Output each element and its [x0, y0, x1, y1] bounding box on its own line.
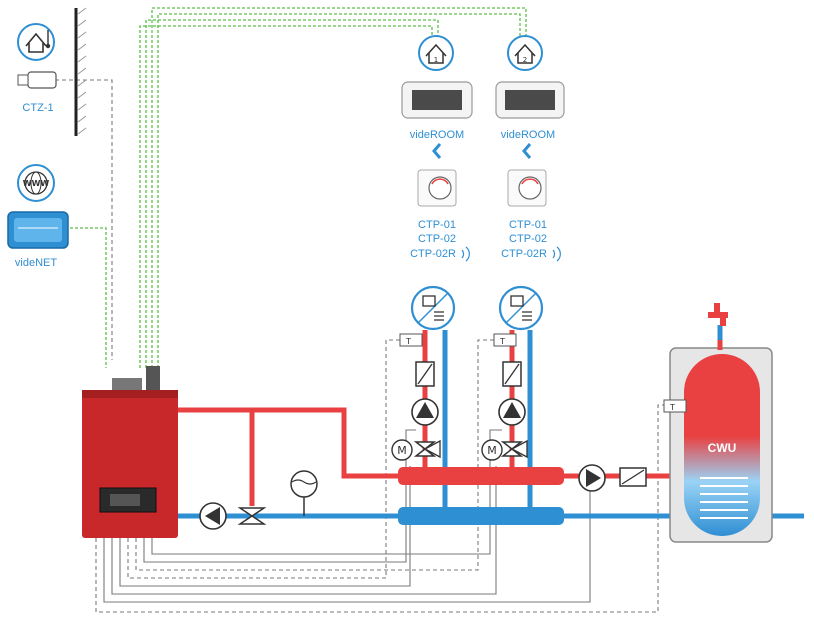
- boiler: [82, 366, 178, 538]
- ctp1-line-1: CTP-01: [418, 219, 456, 231]
- ctz-label: CTZ-1: [22, 102, 53, 114]
- svg-text:T: T: [405, 337, 411, 346]
- wireless-icon: [552, 246, 561, 262]
- videnet-label: videNET: [15, 257, 57, 269]
- zone2-pump-icon: [498, 398, 526, 426]
- svg-text:M: M: [397, 444, 407, 457]
- zone1-number: 1: [434, 56, 438, 64]
- chevron-left-icon: [432, 143, 442, 159]
- dhw-check-valve: [619, 467, 647, 487]
- dhw-pump-icon: [578, 464, 606, 492]
- ctp1-line-3: CTP-02R: [410, 248, 456, 260]
- expansion-vessel-icon: [290, 470, 318, 516]
- zone1-temp-sensor-icon: T: [399, 333, 423, 347]
- zone2-heater-icon: [498, 285, 544, 331]
- zone2-number: 2: [523, 56, 527, 64]
- zone1-mixing-valve-icon: M: [391, 439, 441, 461]
- ctp2-line-2: CTP-02: [509, 233, 547, 245]
- water-tap-icon: [708, 303, 728, 350]
- zone1-check-valve: [415, 361, 435, 387]
- svg-text:T: T: [499, 337, 505, 346]
- svg-text:T: T: [669, 403, 675, 412]
- zone2-check-valve: [502, 361, 522, 387]
- ctp-thermostat-1: [417, 169, 457, 207]
- svg-text:M: M: [487, 444, 497, 457]
- ctp-thermostat-2: [507, 169, 547, 207]
- ctz-sensor-device: [17, 71, 57, 89]
- control-wiring: [48, 79, 668, 613]
- cwu-tank: CWU: [669, 347, 773, 543]
- ctp2-line-3: CTP-02R: [501, 248, 547, 260]
- signal-wiring: [70, 7, 527, 368]
- zone1-pump-icon: [411, 398, 439, 426]
- bypass-valve-icon: [237, 507, 267, 525]
- zone2-thermostat-icon: 2: [507, 35, 543, 71]
- ctp2-line-1: CTP-01: [509, 219, 547, 231]
- wireless-icon: [461, 246, 470, 262]
- globe-www-icon: WWW: [17, 164, 55, 202]
- videnet-device: [7, 211, 69, 249]
- zone2-mixing-valve-icon: M: [481, 439, 528, 461]
- videroom-panel-2: [495, 81, 565, 119]
- wall: [74, 7, 87, 136]
- zone1-heater-icon: [410, 285, 456, 331]
- ctp1-line-2: CTP-02: [418, 233, 456, 245]
- www-label: WWW: [23, 179, 50, 188]
- chevron-left-icon: [522, 143, 532, 159]
- cwu-label: CWU: [708, 441, 737, 455]
- videroom-panel-1: [401, 81, 473, 119]
- videroom2-label: videROOM: [501, 129, 555, 141]
- videroom1-label: videROOM: [410, 129, 464, 141]
- boiler-pump-icon: [199, 502, 227, 530]
- outdoor-sensor-icon: [17, 23, 55, 61]
- tank-temp-sensor-icon: T: [663, 399, 687, 413]
- manifold: [398, 467, 564, 525]
- zone1-thermostat-icon: 1: [418, 35, 454, 71]
- zone2-temp-sensor-icon: T: [493, 333, 517, 347]
